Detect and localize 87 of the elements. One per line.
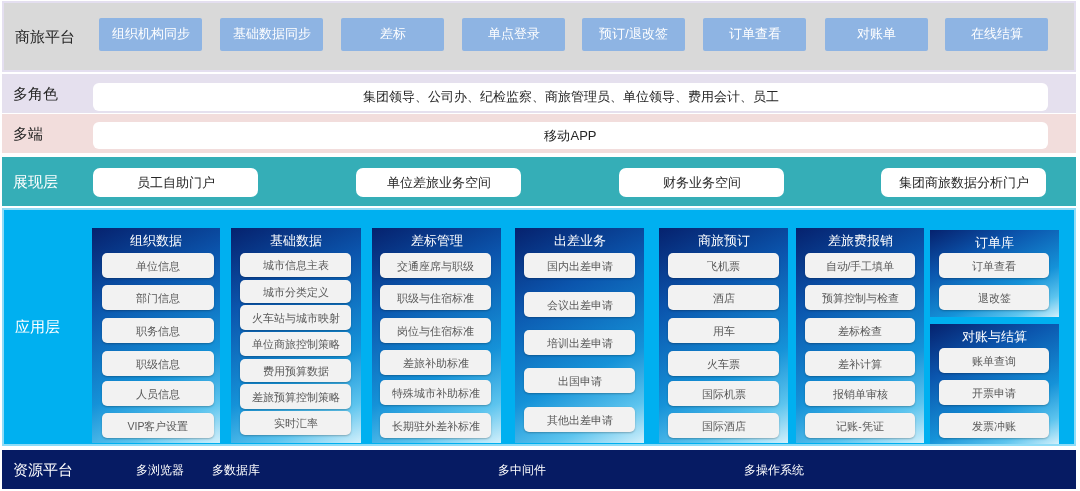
- function-item: 火车站与城市映射: [240, 305, 351, 330]
- function-item: 飞机票: [668, 253, 779, 278]
- function-item: 城市分类定义: [240, 280, 351, 303]
- module-panel: [372, 228, 501, 443]
- panel-title: 对账与结算: [961, 329, 1028, 346]
- function-item: 账单查询: [939, 348, 1049, 373]
- function-item: 酒店: [668, 285, 779, 310]
- function-item: 其他出差申请: [524, 407, 635, 432]
- function-item: 自动/手工填单: [805, 253, 915, 278]
- function-item: 岗位与住宿标准: [380, 318, 491, 343]
- function-item: 国内出差申请: [524, 253, 635, 278]
- layer-title: 资源平台: [13, 460, 73, 479]
- panel-title: 出差业务: [552, 233, 607, 250]
- function-item: 实时汇率: [240, 411, 351, 435]
- sync-module-box: 基础数据同步: [220, 18, 323, 51]
- application-band: [2, 208, 1076, 446]
- resource-item: 多数据库: [212, 462, 260, 477]
- function-item: 职级信息: [102, 351, 214, 376]
- function-item: 城市信息主表: [240, 253, 351, 277]
- layer-title: 应用层: [15, 317, 60, 337]
- sync-module-box: 单点登录: [462, 18, 565, 51]
- terminal-band: [2, 114, 1076, 153]
- resource-item: 多中间件: [498, 462, 546, 477]
- panel-title: 商旅预订: [696, 233, 751, 250]
- function-item: 长期驻外差补标准: [380, 413, 491, 438]
- function-item: 特殊城市补助标准: [380, 380, 491, 405]
- function-item: 差标检查: [805, 318, 915, 343]
- function-item: 发票冲账: [939, 413, 1049, 438]
- presentation-band: [2, 157, 1076, 206]
- resource-item: 多操作系统: [744, 462, 804, 477]
- resource-item: 多浏览器: [136, 462, 184, 477]
- module-panel: [796, 228, 924, 443]
- layer-title: 多角色: [13, 84, 58, 103]
- function-item: 记账-凭证: [805, 413, 915, 438]
- function-item: 培训出差申请: [524, 330, 635, 355]
- panel-title: 差标管理: [409, 233, 464, 250]
- function-item: 会议出差申请: [524, 292, 635, 317]
- sync-module-box: 预订/退改签: [582, 18, 685, 51]
- info-bar: 集团领导、公司办、纪检监察、商旅管理员、单位领导、费用会计、员工: [93, 83, 1048, 111]
- module-panel: [515, 228, 644, 443]
- module-panel: [930, 230, 1059, 317]
- sync-module-box: 对账单: [825, 18, 928, 51]
- function-item: 报销单审核: [805, 381, 915, 406]
- sync-module-box: 在线结算: [945, 18, 1048, 51]
- info-bar: 移动APP: [93, 122, 1048, 149]
- function-item: 火车票: [668, 351, 779, 376]
- function-item: VIP客户设置: [102, 413, 214, 438]
- function-item: 用车: [668, 318, 779, 343]
- module-panel: [930, 324, 1059, 444]
- function-item: 职级与住宿标准: [380, 285, 491, 310]
- sync-module-box: 订单查看: [703, 18, 806, 51]
- function-item: 人员信息: [102, 381, 214, 406]
- function-item: 出国申请: [524, 368, 635, 393]
- portal-box: 员工自助门户: [93, 168, 258, 197]
- portal-box: 单位差旅业务空间: [356, 168, 521, 197]
- sync-module-box: 差标: [341, 18, 444, 51]
- function-item: 单位商旅控制策略: [240, 332, 351, 356]
- panel-title: 差旅费报销: [826, 233, 894, 250]
- function-item: 单位信息: [102, 253, 214, 278]
- module-panel: [92, 228, 220, 443]
- module-panel: [231, 228, 361, 443]
- sync-module-box: 组织机构同步: [99, 18, 202, 51]
- function-item: 差旅补助标准: [380, 350, 491, 375]
- function-item: 差旅预算控制策略: [240, 384, 351, 409]
- layer-title: 展现层: [13, 172, 58, 191]
- panel-title: 订单库: [974, 235, 1015, 252]
- module-panel: [659, 228, 788, 443]
- function-item: 预算控制与检查: [805, 285, 915, 310]
- function-item: 国际机票: [668, 381, 779, 406]
- panel-title: 基础数据: [269, 233, 323, 250]
- layer-title: 多端: [13, 124, 43, 143]
- function-item: 国际酒店: [668, 413, 779, 438]
- function-item: 差补计算: [805, 351, 915, 376]
- function-item: 费用预算数据: [240, 359, 351, 382]
- portal-box: 集团商旅数据分析门户: [881, 168, 1046, 197]
- function-item: 职务信息: [102, 318, 214, 343]
- portal-box: 财务业务空间: [619, 168, 784, 197]
- function-item: 退改签: [939, 285, 1049, 310]
- function-item: 部门信息: [102, 285, 214, 310]
- platform-band: [2, 1, 1076, 72]
- layer-title: 商旅平台: [15, 27, 75, 46]
- function-item: 订单查看: [939, 253, 1049, 278]
- function-item: 开票申请: [939, 380, 1049, 405]
- panel-title: 组织数据: [129, 233, 183, 250]
- function-item: 交通座席与职级: [380, 253, 491, 278]
- role-band: [2, 74, 1076, 113]
- resource-band: [2, 450, 1076, 489]
